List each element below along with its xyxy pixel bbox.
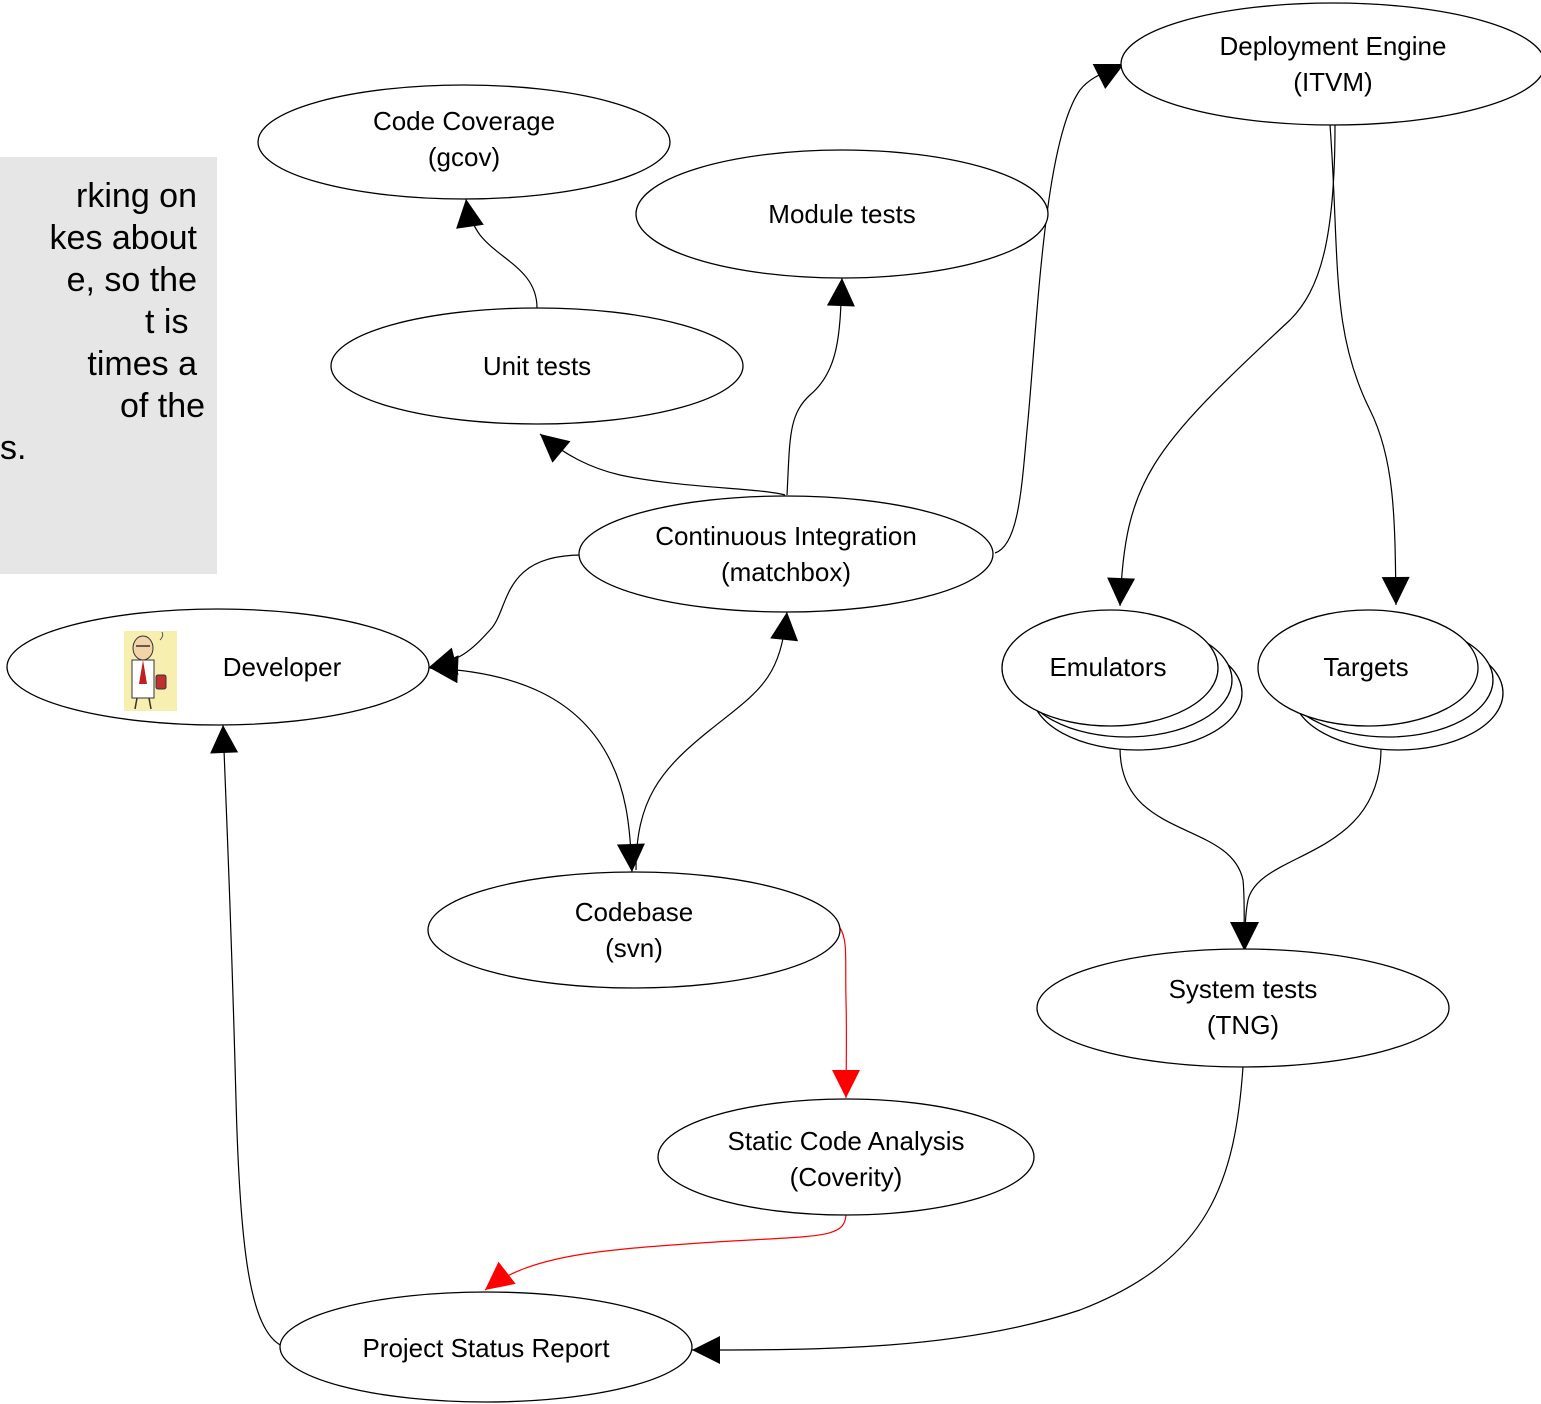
node-developer: Developer	[6, 608, 430, 726]
edge-targets-to-system-tests	[1231, 747, 1382, 951]
node-deployment-engine: Deployment Engine (ITVM)	[1120, 2, 1541, 126]
edge-deployment-to-targets	[1329, 124, 1410, 606]
node-label: (gcov)	[428, 142, 500, 172]
node-label: Static Code Analysis	[727, 1126, 964, 1156]
node-module-tests: Module tests	[635, 149, 1049, 279]
node-emulators: Emulators	[1001, 609, 1243, 751]
node-label: Codebase	[575, 897, 694, 927]
node-label: (Coverity)	[790, 1162, 903, 1192]
node-label: (svn)	[605, 933, 663, 963]
node-label: Continuous Integration	[655, 521, 917, 551]
note-box: rking on kes about e, so the t is times …	[0, 157, 217, 574]
edge-codebase-to-ci	[635, 611, 799, 871]
node-label: Project Status Report	[362, 1333, 610, 1363]
node-label: Emulators	[1049, 652, 1166, 682]
node-unit-tests: Unit tests	[330, 307, 744, 425]
node-code-coverage: Code Coverage (gcov)	[257, 84, 671, 200]
node-label: (matchbox)	[721, 557, 851, 587]
edge-unit-tests-to-code-coverage	[456, 198, 538, 309]
note-line: s.	[0, 429, 27, 467]
note-line: t is	[145, 303, 189, 341]
developer-avatar-icon	[124, 631, 177, 711]
edge-deployment-to-emulators	[1107, 124, 1336, 607]
note-line: of the	[120, 387, 206, 425]
edge-ci-to-developer	[427, 554, 583, 675]
edge-ci-to-deployment-engine	[994, 63, 1125, 554]
node-label: Deployment Engine	[1220, 31, 1447, 61]
node-targets: Targets	[1257, 609, 1504, 751]
edge-codebase-to-static-analysis	[832, 927, 861, 1099]
node-system-tests: System tests (TNG)	[1036, 948, 1450, 1068]
node-continuous-integration: Continuous Integration (matchbox)	[578, 495, 994, 613]
edge-developer-to-codebase	[429, 655, 645, 873]
node-label: Code Coverage	[373, 106, 555, 136]
node-label: Developer	[223, 652, 342, 682]
node-label: Unit tests	[483, 351, 591, 381]
note-line: kes about	[49, 219, 197, 257]
node-static-code-analysis: Static Code Analysis (Coverity)	[657, 1098, 1035, 1216]
edge-emulators-to-system-tests	[1119, 747, 1259, 951]
note-line: e, so the	[66, 261, 197, 299]
edge-ci-to-module-tests	[786, 277, 855, 496]
edge-report-to-developer	[210, 724, 283, 1347]
note-line: rking on	[76, 177, 197, 215]
edge-ci-to-unit-tests	[539, 433, 786, 496]
node-project-status-report: Project Status Report	[279, 1291, 693, 1403]
edge-system-tests-to-report	[691, 1066, 1244, 1364]
node-label: (ITVM)	[1293, 67, 1372, 97]
note-line: times a	[87, 345, 197, 383]
node-label: System tests	[1169, 974, 1318, 1004]
edge-static-analysis-to-report	[484, 1212, 847, 1291]
node-label: (TNG)	[1207, 1010, 1279, 1040]
node-codebase: Codebase (svn)	[427, 871, 841, 989]
node-label: Module tests	[768, 199, 915, 229]
node-label: Targets	[1323, 652, 1408, 682]
